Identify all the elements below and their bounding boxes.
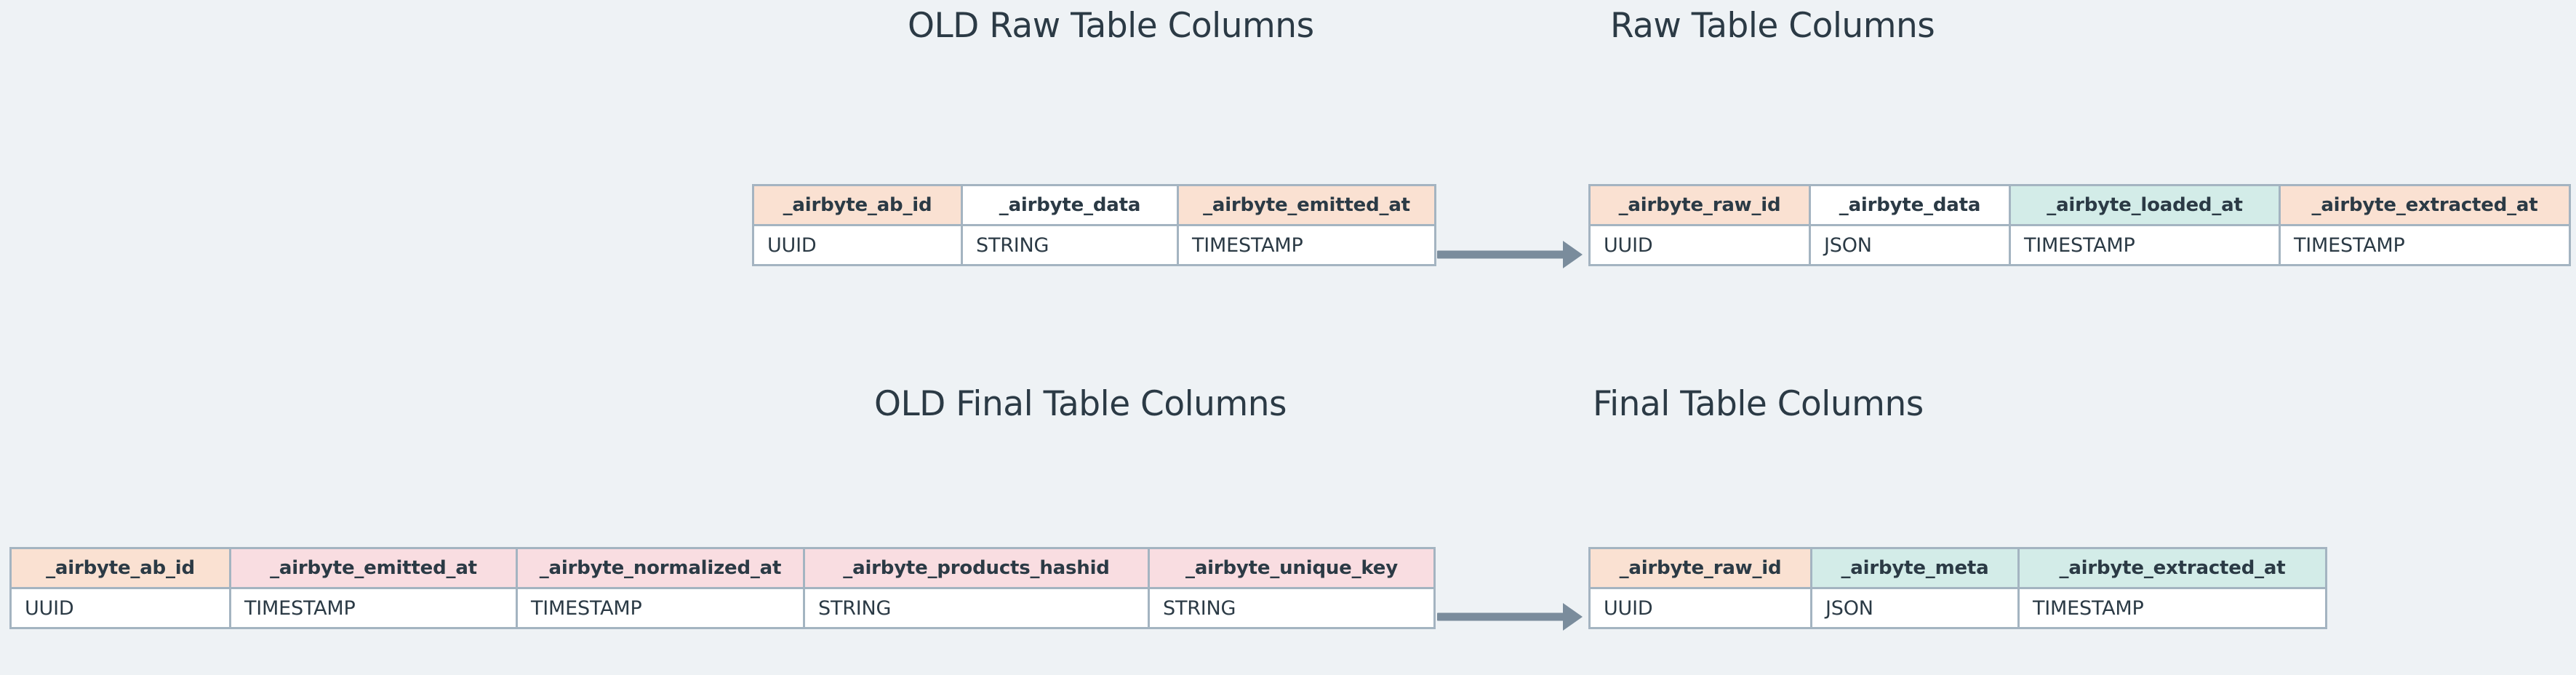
column-type-cell: UUID: [1588, 587, 1812, 629]
arrow-final-migration-icon: [1437, 602, 1583, 631]
column-header-cell: _airbyte_raw_id: [1588, 547, 1812, 589]
column-header-cell: _airbyte_data: [1809, 184, 2011, 226]
table-row-type: UUID JSON TIMESTAMP: [1588, 587, 2327, 629]
column-header-cell: _airbyte_emitted_at: [1177, 184, 1436, 226]
table-row-type: UUID STRING TIMESTAMP: [752, 224, 1436, 266]
column-type-cell: UUID: [1588, 224, 1811, 266]
table-raw-columns: _airbyte_raw_id _airbyte_data _airbyte_l…: [1588, 184, 2571, 266]
column-header-cell: _airbyte_emitted_at: [229, 547, 518, 589]
column-type-cell: UUID: [9, 587, 231, 629]
table-row-type: UUID JSON TIMESTAMP TIMESTAMP: [1588, 224, 2571, 266]
column-type-cell: TIMESTAMP: [2279, 224, 2571, 266]
column-header-cell: _airbyte_normalized_at: [516, 547, 805, 589]
title-old-final-table-columns: OLD Final Table Columns: [874, 384, 1287, 424]
column-type-cell: STRING: [1148, 587, 1436, 629]
column-header-cell: _airbyte_unique_key: [1148, 547, 1436, 589]
column-header-cell: _airbyte_raw_id: [1588, 184, 1811, 226]
column-type-cell: TIMESTAMP: [1177, 224, 1436, 266]
column-type-cell: TIMESTAMP: [2009, 224, 2281, 266]
table-row-type: UUID TIMESTAMP TIMESTAMP STRING STRING: [9, 587, 1436, 629]
column-header-cell: _airbyte_extracted_at: [2279, 184, 2571, 226]
column-header-cell: _airbyte_extracted_at: [2017, 547, 2327, 589]
column-header-cell: _airbyte_ab_id: [752, 184, 963, 226]
column-type-cell: JSON: [1809, 224, 2011, 266]
column-type-cell: UUID: [752, 224, 963, 266]
table-row-header: _airbyte_ab_id _airbyte_emitted_at _airb…: [9, 547, 1436, 589]
column-header-cell: _airbyte_ab_id: [9, 547, 231, 589]
title-final-table-columns: Final Table Columns: [1593, 384, 1924, 424]
column-header-cell: _airbyte_meta: [1810, 547, 2020, 589]
arrow-raw-migration-icon: [1437, 240, 1583, 269]
title-raw-table-columns: Raw Table Columns: [1610, 6, 1935, 46]
table-row-header: _airbyte_ab_id _airbyte_data _airbyte_em…: [752, 184, 1436, 226]
column-header-cell: _airbyte_loaded_at: [2009, 184, 2281, 226]
column-type-cell: STRING: [961, 224, 1179, 266]
table-final-columns: _airbyte_raw_id _airbyte_meta _airbyte_e…: [1588, 547, 2327, 629]
title-old-raw-table-columns: OLD Raw Table Columns: [908, 6, 1314, 46]
table-old-final-columns: _airbyte_ab_id _airbyte_emitted_at _airb…: [9, 547, 1436, 629]
column-header-cell: _airbyte_data: [961, 184, 1179, 226]
column-type-cell: STRING: [803, 587, 1150, 629]
table-old-raw-columns: _airbyte_ab_id _airbyte_data _airbyte_em…: [752, 184, 1436, 266]
column-type-cell: TIMESTAMP: [229, 587, 518, 629]
table-row-header: _airbyte_raw_id _airbyte_data _airbyte_l…: [1588, 184, 2571, 226]
column-type-cell: TIMESTAMP: [516, 587, 805, 629]
table-row-header: _airbyte_raw_id _airbyte_meta _airbyte_e…: [1588, 547, 2327, 589]
column-type-cell: JSON: [1810, 587, 2020, 629]
column-type-cell: TIMESTAMP: [2017, 587, 2327, 629]
column-header-cell: _airbyte_products_hashid: [803, 547, 1150, 589]
